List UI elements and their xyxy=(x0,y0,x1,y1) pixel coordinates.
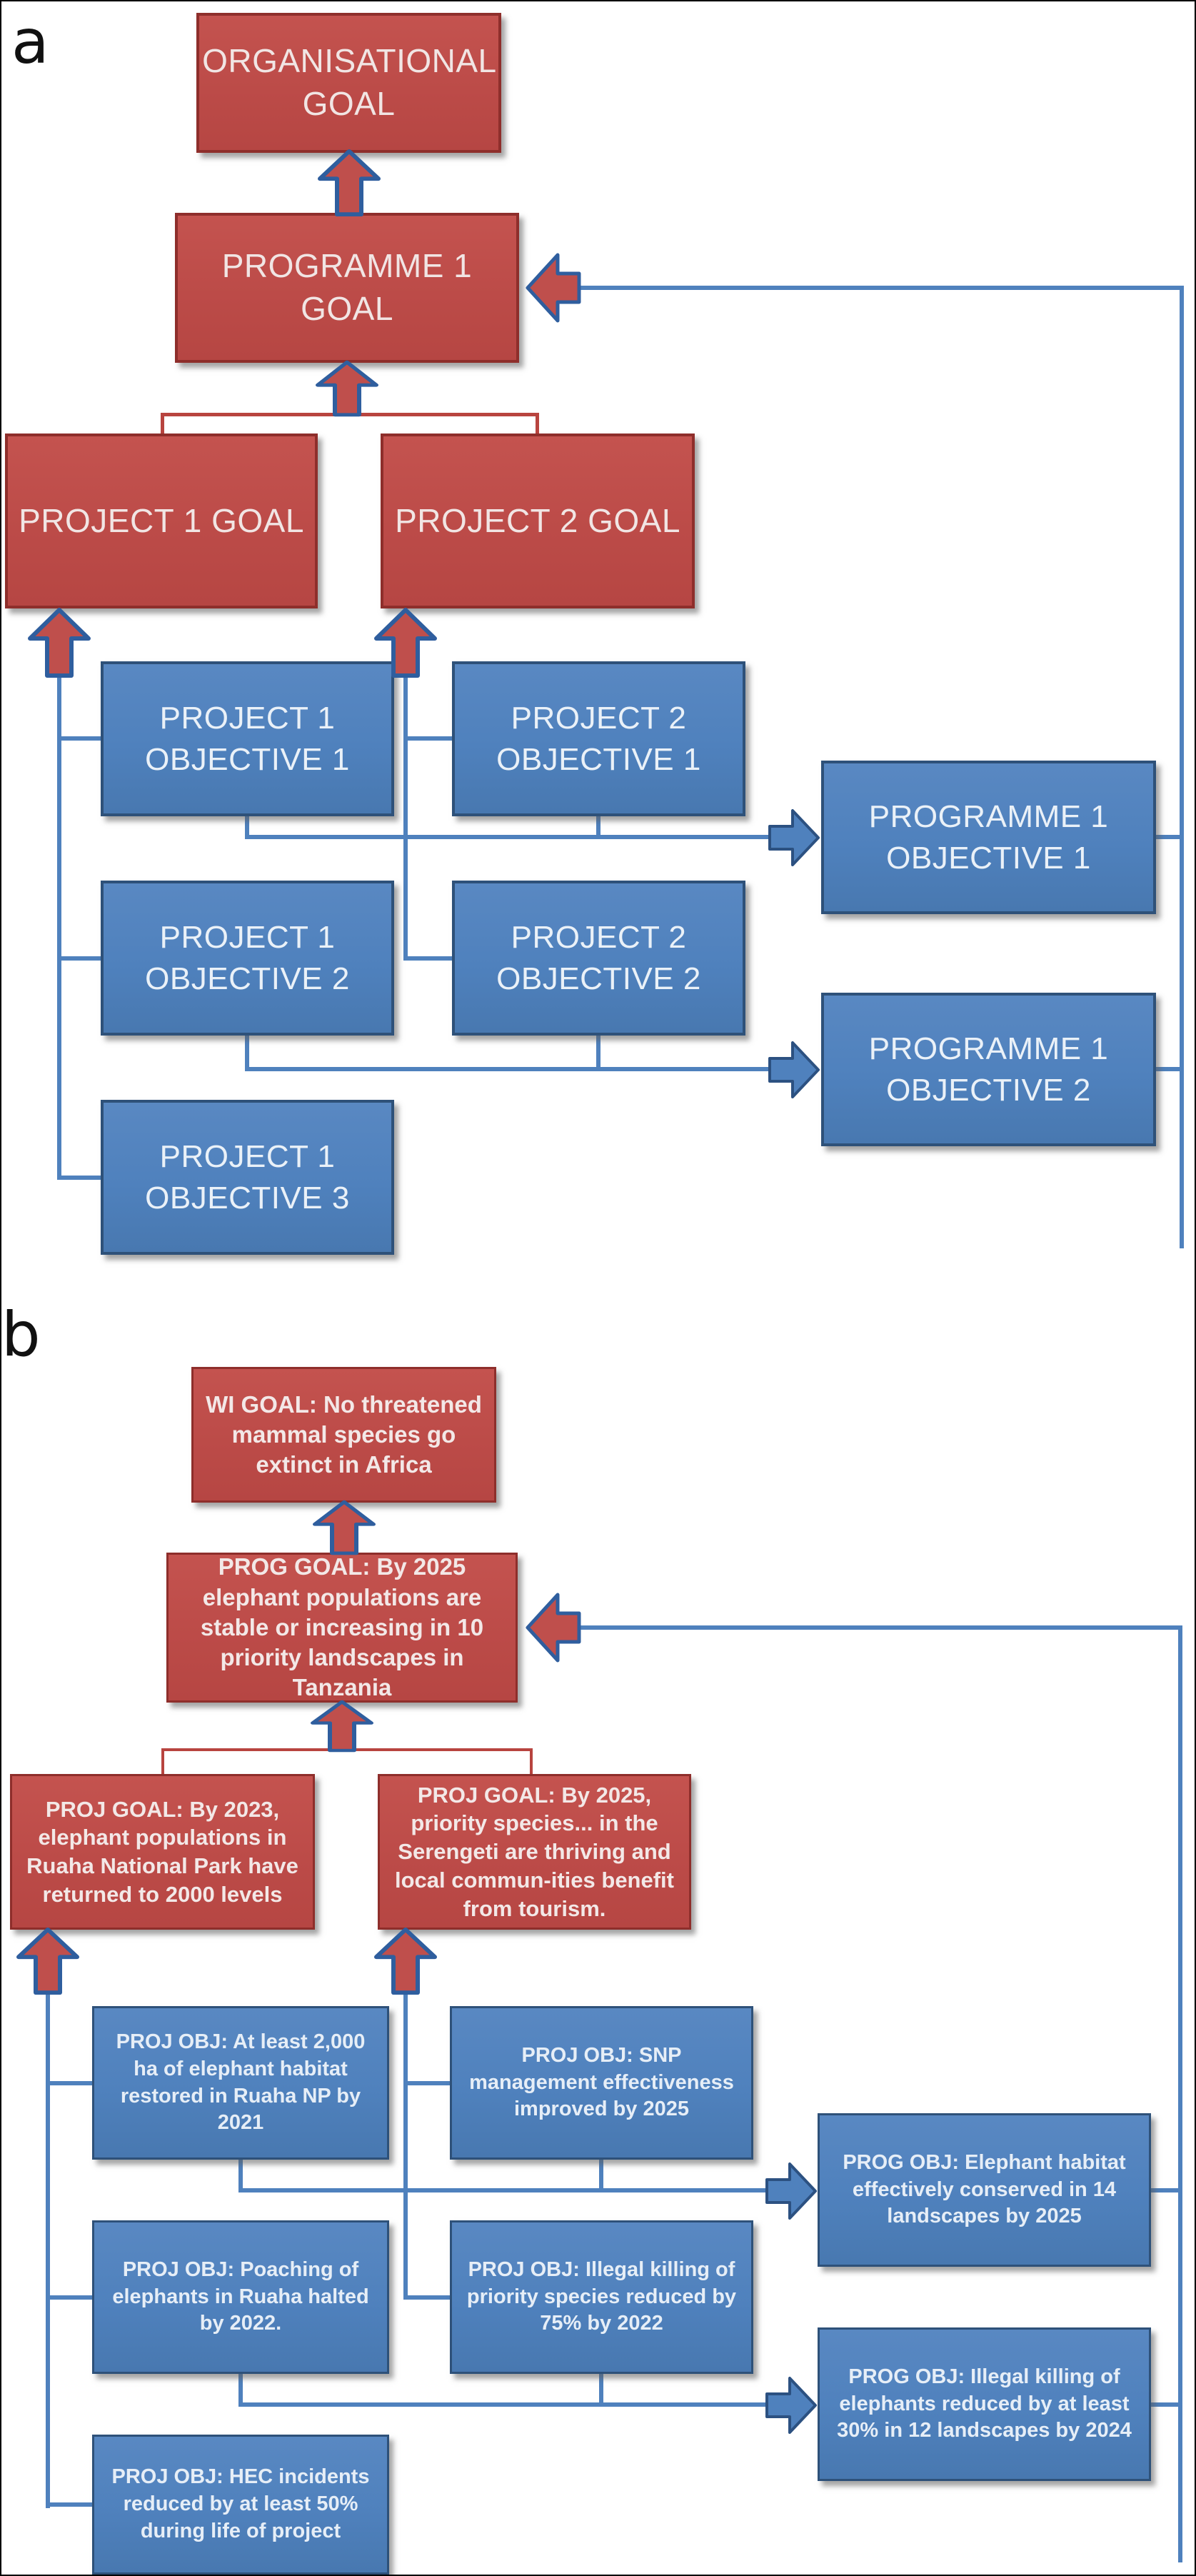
connector-line xyxy=(1180,286,1184,1248)
up-arrow-icon xyxy=(28,608,91,678)
proj-objective-habitat-text: PROJ OBJ: At least 2,000 ha of elephant … xyxy=(116,2030,366,2135)
programme-objective-1-box: PROGRAMME 1 OBJECTIVE 1 xyxy=(821,761,1156,914)
project-1-objective-1-box: PROJECT 1 OBJECTIVE 1 xyxy=(101,661,394,816)
prog-objective-2-text: PROG OBJ: Illegal killing of elephants r… xyxy=(837,2365,1132,2442)
connector-line xyxy=(50,2081,92,2085)
connector-line xyxy=(61,736,101,741)
connector-line xyxy=(238,2374,243,2407)
up-arrow-icon xyxy=(318,149,381,217)
connector-line xyxy=(61,1176,101,1180)
connector-line xyxy=(1153,835,1183,839)
up-arrow-icon xyxy=(316,360,378,417)
prog-objective-2-box: PROG OBJ: Illegal killing of elephants r… xyxy=(818,2327,1151,2481)
proj-goal-2-box: PROJ GOAL: By 2025, priority species... … xyxy=(378,1774,691,1930)
organisational-goal-box: ORGANISATIONAL GOAL xyxy=(196,13,501,153)
panel-a-label: a xyxy=(11,6,49,78)
connector-line xyxy=(245,1067,771,1071)
prog-objective-1-box: PROG OBJ: Elephant habitat effectively c… xyxy=(818,2113,1151,2267)
programme-goal-text: PROGRAMME 1 GOAL xyxy=(221,247,473,327)
proj-objective-habitat-box: PROJ OBJ: At least 2,000 ha of elephant … xyxy=(92,2006,389,2160)
proj-goal-1-text: PROJ GOAL: By 2023, elephant populations… xyxy=(26,1796,298,1907)
proj-objective-snp-text: PROJ OBJ: SNP management effectiveness i… xyxy=(469,2043,734,2121)
connector-line xyxy=(161,1748,164,1775)
connector-line xyxy=(161,413,164,436)
connector-line xyxy=(46,1991,50,2508)
up-arrow-icon xyxy=(313,1500,376,1555)
connector-line xyxy=(245,816,249,839)
connector-line xyxy=(578,286,1182,290)
proj-goal-1-box: PROJ GOAL: By 2023, elephant populations… xyxy=(10,1774,315,1930)
connector-line xyxy=(50,2502,92,2507)
prog-goal-box: PROG GOAL: By 2025 elephant populations … xyxy=(166,1553,518,1703)
proj-objective-illegal-killing-box: PROJ OBJ: Illegal killing of priority sp… xyxy=(450,2220,753,2374)
connector-line xyxy=(1148,2402,1181,2407)
project-1-objective-2-text: PROJECT 1 OBJECTIVE 2 xyxy=(145,920,350,996)
programme-goal-box: PROGRAMME 1 GOAL xyxy=(175,213,519,363)
up-arrow-icon xyxy=(311,1700,373,1753)
proj-goal-2-text: PROJ GOAL: By 2025, priority species... … xyxy=(394,1782,674,1921)
prog-objective-1-text: PROG OBJ: Elephant habitat effectively c… xyxy=(843,2150,1126,2228)
programme-objective-2-text: PROGRAMME 1 OBJECTIVE 2 xyxy=(868,1031,1109,1108)
connector-line xyxy=(238,2188,769,2192)
right-arrow-icon xyxy=(765,2162,817,2220)
connector-line xyxy=(408,956,453,961)
up-arrow-icon xyxy=(374,608,437,678)
organisational-goal-text: ORGANISATIONAL GOAL xyxy=(202,42,497,122)
connector-line xyxy=(408,2081,450,2085)
project-1-objective-1-text: PROJECT 1 OBJECTIVE 1 xyxy=(145,701,350,777)
project-2-objective-1-box: PROJECT 2 OBJECTIVE 1 xyxy=(452,661,745,816)
proj-objective-poaching-box: PROJ OBJ: Poaching of elephants in Ruaha… xyxy=(92,2220,389,2374)
wi-goal-text: WI GOAL: No threatened mammal species go… xyxy=(206,1390,482,1478)
connector-line xyxy=(238,2402,769,2407)
project-2-goal-box: PROJECT 2 GOAL xyxy=(381,433,695,608)
connector-line xyxy=(1178,1625,1182,2562)
proj-objective-snp-box: PROJ OBJ: SNP management effectiveness i… xyxy=(450,2006,753,2160)
up-arrow-icon xyxy=(16,1927,79,1995)
connector-line xyxy=(245,1036,249,1071)
wi-goal-box: WI GOAL: No threatened mammal species go… xyxy=(191,1367,496,1503)
connector-line xyxy=(50,2295,92,2300)
connector-line xyxy=(408,2295,450,2300)
project-2-objective-2-box: PROJECT 2 OBJECTIVE 2 xyxy=(452,881,745,1036)
left-arrow-icon xyxy=(526,253,581,323)
proj-objective-illegal-killing-text: PROJ OBJ: Illegal killing of priority sp… xyxy=(466,2257,737,2335)
right-arrow-icon xyxy=(765,2377,817,2434)
project-1-goal-text: PROJECT 1 GOAL xyxy=(19,501,304,539)
proj-objective-hec-box: PROJ OBJ: HEC incidents reduced by at le… xyxy=(92,2435,389,2575)
project-1-objective-3-text: PROJECT 1 OBJECTIVE 3 xyxy=(145,1139,350,1216)
project-2-objective-1-text: PROJECT 2 OBJECTIVE 1 xyxy=(496,701,701,777)
project-2-objective-2-text: PROJECT 2 OBJECTIVE 2 xyxy=(496,920,701,996)
connector-line xyxy=(578,1625,1182,1630)
connector-line xyxy=(403,673,408,961)
connector-line xyxy=(61,956,101,961)
connector-line xyxy=(530,1748,533,1775)
right-arrow-icon xyxy=(768,1041,820,1098)
up-arrow-icon xyxy=(374,1927,437,1995)
connector-line xyxy=(596,1036,600,1071)
right-arrow-icon xyxy=(768,809,820,866)
programme-objective-2-box: PROGRAMME 1 OBJECTIVE 2 xyxy=(821,993,1156,1146)
left-arrow-icon xyxy=(526,1593,581,1663)
connector-line xyxy=(57,673,61,1180)
connector-line xyxy=(599,2374,603,2407)
connector-line xyxy=(1148,2188,1181,2192)
proj-objective-poaching-text: PROJ OBJ: Poaching of elephants in Ruaha… xyxy=(112,2257,369,2335)
connector-line xyxy=(599,2160,603,2192)
prog-goal-text: PROG GOAL: By 2025 elephant populations … xyxy=(200,1553,484,1701)
project-2-goal-text: PROJECT 2 GOAL xyxy=(395,501,680,539)
project-1-objective-3-box: PROJECT 1 OBJECTIVE 3 xyxy=(101,1100,394,1255)
project-1-goal-box: PROJECT 1 GOAL xyxy=(5,433,318,608)
proj-objective-hec-text: PROJ OBJ: HEC incidents reduced by at le… xyxy=(111,2465,370,2542)
project-1-objective-2-box: PROJECT 1 OBJECTIVE 2 xyxy=(101,881,394,1036)
connector-line xyxy=(408,736,453,741)
connector-line xyxy=(403,1991,408,2300)
connector-line xyxy=(245,835,771,839)
connector-line xyxy=(1153,1067,1183,1071)
programme-objective-1-text: PROGRAMME 1 OBJECTIVE 1 xyxy=(868,799,1109,876)
panel-b-label: b xyxy=(1,1299,41,1370)
connector-line xyxy=(596,816,600,839)
connector-line xyxy=(238,2160,243,2192)
connector-line xyxy=(536,413,539,436)
